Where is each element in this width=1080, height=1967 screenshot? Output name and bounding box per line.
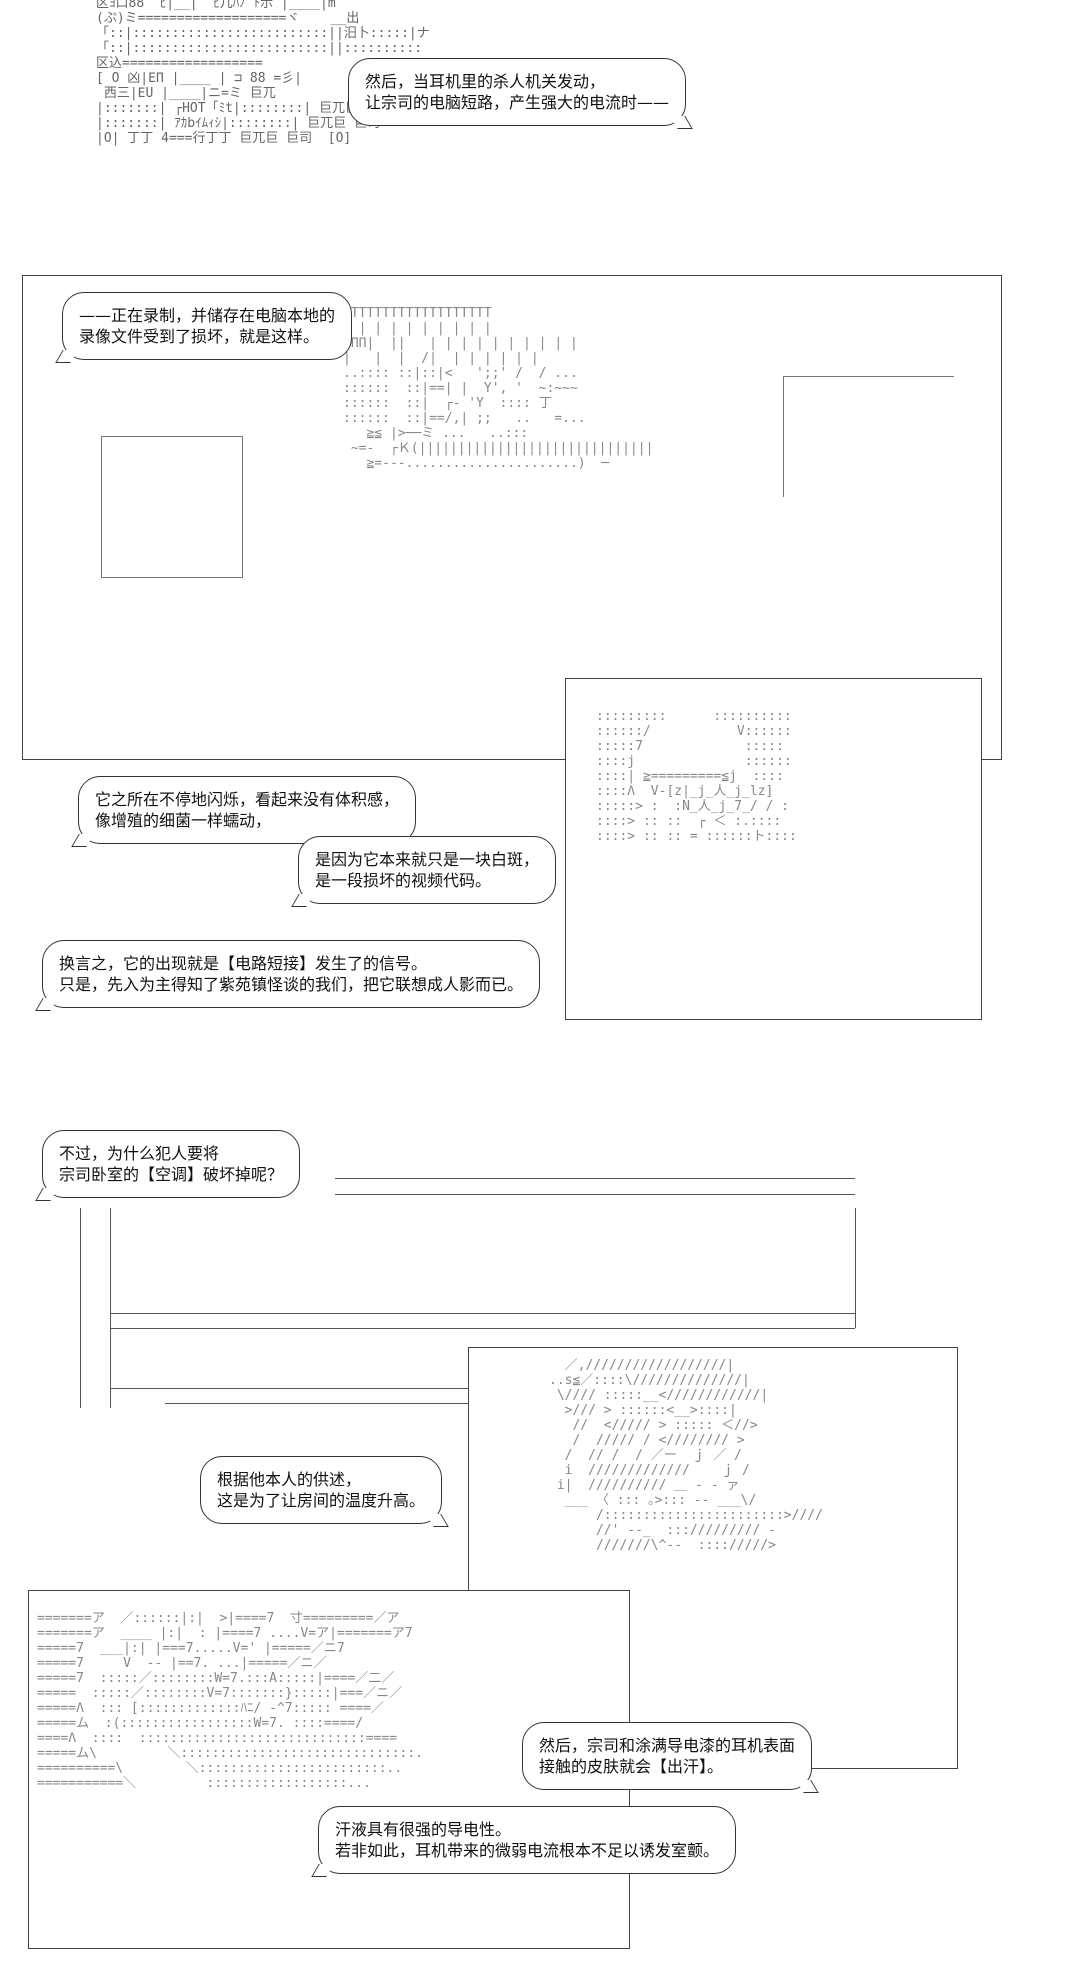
- ascii-art-line: =======ア ____ |:| : |====7 ....V=ア|=====…: [37, 1626, 413, 1641]
- ascii-art-line: ===== :::::／::::::::V=7:::::::}:::::|===…: [37, 1686, 403, 1701]
- ascii-art-line: ::::::/ V::::::: [596, 724, 792, 739]
- figure-art: ／,//////////////////|..s≦／::::\/////////…: [549, 1358, 823, 1553]
- ascii-art-line: | | | | | | | | | |: [343, 321, 492, 336]
- cable-panel: =======ア ／::::::|:| >|====7 寸=========／ア…: [28, 1590, 630, 1949]
- ascii-art-line: // <///// > ::::: ＜//>: [549, 1418, 758, 1433]
- air-conditioner-art: [65, 1178, 856, 1428]
- bubble-text-line: 汗液具有很强的导电性。: [335, 1820, 512, 1839]
- ascii-art-line: |ΠΠ| || | | | | | | | | | |: [343, 336, 578, 351]
- glyph-panel: ::::::::: ::::::::::::::::/ V:::::::::::…: [565, 678, 982, 1020]
- ascii-art-line: 区込==================: [96, 56, 263, 71]
- ascii-art-line: :::::7 :::::: [596, 739, 784, 754]
- speech-bubble-9: 汗液具有很强的导电性。 若非如此，耳机带来的微弱电流根本不足以诱发室颤。: [311, 1806, 737, 1877]
- ascii-art-line: | | | /| | | | | | |: [343, 351, 539, 366]
- ascii-art-line: ／,//////////////////|: [549, 1358, 735, 1373]
- ascii-art-line: =====ム\ ＼::::::::::::::::::::::::::::::.: [37, 1746, 424, 1761]
- speech-bubble-1: 然后，当耳机里的杀人机关发动， 让宗司的电脑短路，产生强大的电流时——: [348, 58, 693, 129]
- ascii-art-line: ::::> :: :: ┌ ＜ :.::::: [596, 814, 782, 829]
- ascii-art-line: =====7 :::::／::::::::W=7.:::A:::::|====／…: [37, 1671, 395, 1686]
- bubble-text-line: ——正在录制，并储存在电脑本地的: [79, 306, 336, 325]
- ascii-art-line: ::::| ≧=========≦j ::::: [596, 769, 784, 784]
- ascii-art-line: ~=- ┌Ｋ(||||||||||||||||||||||||||||||: [343, 441, 654, 456]
- ascii-art-line: 区ﾖ口88 ﾋ|__| ﾋ几ﾊﾉ ﾄ示 |____|m: [96, 0, 336, 11]
- ascii-art-line: / // / / ／ー ｊ ／ /: [549, 1448, 742, 1463]
- ascii-art-line: ::::::::: ::::::::::: [596, 709, 792, 724]
- bubble-text-line: 这是为了让房间的温度升高。: [217, 1491, 426, 1510]
- ascii-art-line: 「::|:::::::::::::::::::::::::||汨卜:::::|ナ: [96, 26, 430, 41]
- ascii-art-line: |:::::::| ｱｶbｲﾑｨｼ|::::::::| 巨兀巨 巨司: [96, 116, 381, 131]
- bubble-text-line: 根据他本人的供述，: [217, 1470, 362, 1489]
- ascii-art-line: ::::> :: :: = ::::::ト::::: [596, 829, 797, 844]
- bubble-text-line: 若非如此，耳机带来的微弱电流根本不足以诱发室颤。: [335, 1841, 720, 1860]
- ascii-art-line: ≧≦ |>──ミ ... ..:::: [343, 426, 529, 441]
- bubble-text-line: 接触的皮肤就会【出汗】。: [539, 1757, 724, 1776]
- ascii-art-line: ====Λ :::: :::::::::::::::::::::::::::::…: [37, 1731, 398, 1746]
- ascii-art-line: \//// :::::__<////////////|: [549, 1388, 769, 1403]
- ascii-art-line: ///////\^-- :::://///>: [549, 1538, 776, 1553]
- ascii-art-line: :::::> : :N_人_j_7_/ / :: [596, 799, 790, 814]
- ascii-art-line: :::::: ::| ┌- 'Y :::: 丁: [343, 396, 552, 411]
- bubble-text-line: 换言之，它的出现就是【电路短接】发生了的信号。: [59, 954, 428, 973]
- speech-bubble-7: 根据他本人的供述， 这是为了让房间的温度升高。: [200, 1456, 449, 1527]
- ascii-art-line: :::::: ::|==| | Y', ' ~:~~~: [343, 381, 578, 396]
- bubble-text-line: 宗司卧室的【空调】破坏掉呢？: [59, 1165, 284, 1184]
- ascii-art-line: 西三|ΕU |____|ニ=ミ 巨兀: [96, 86, 276, 101]
- bubble-text-line: 让宗司的电脑短路，产生强大的电流时——: [365, 93, 670, 112]
- bubble-text-line: 是因为它本来就只是一块白斑，: [315, 850, 540, 869]
- figure-panel: ／,//////////////////|..s≦／::::\/////////…: [468, 1347, 958, 1769]
- ascii-art-line: (ぷ)ミ===================ヾ __出: [96, 11, 360, 26]
- ascii-art-line: ___ 〈 ::: ｡>::: -- ___\/: [549, 1493, 757, 1508]
- ascii-art-line: =======ア ／::::::|:| >|====7 寸=========／ア: [37, 1611, 400, 1626]
- speech-bubble-6: 不过，为什么犯人要将 宗司卧室的【空调】破坏掉呢？: [35, 1130, 301, 1201]
- speech-bubble-5: 换言之，它的出现就是【电路短接】发生了的信号。 只是，先入为主得知了紫苑镇怪谈的…: [35, 940, 541, 1011]
- bubble-text-line: 录像文件受到了损坏，就是这样。: [79, 327, 320, 346]
- ascii-art-line: i| ////////// ＿ - - ァ: [549, 1478, 740, 1493]
- bubble-text-line: 然后，当耳机里的杀人机关发动，: [365, 72, 606, 91]
- top-device-art: 区ﾖ口88 ﾋ|__| ﾋ几ﾊﾉ ﾄ示 |____|m(ぷ)ミ=========…: [96, 0, 430, 146]
- ascii-art-line: TTTTTTTTTTTTTTTTTTT: [343, 306, 492, 321]
- ascii-art-line: ===========＼ ::::::::::::::::::...: [37, 1776, 371, 1791]
- bubble-text-line: 不过，为什么犯人要将: [59, 1144, 220, 1163]
- bubble-text-line: 是一段损坏的视频代码。: [315, 871, 492, 890]
- speech-bubble-4: 是因为它本来就只是一块白斑， 是一段损坏的视频代码。: [291, 836, 557, 907]
- ascii-art-line: =====7 ___|:| |===7.....V=' |=====／ニ7: [37, 1641, 345, 1656]
- ascii-art-line: [ O 凶|ΕΠ |____ | ⊐ 88 =彡|: [96, 71, 303, 86]
- speech-bubble-8: 然后，宗司和涂满导电漆的耳机表面 接触的皮肤就会【出汗】。: [522, 1722, 819, 1793]
- ascii-art-line: //' --_ :::///////// -: [549, 1523, 776, 1538]
- speech-bubble-2: ——正在录制，并储存在电脑本地的 录像文件受到了损坏，就是这样。: [55, 292, 353, 363]
- speech-bubble-3: 它之所在不停地闪烁，看起来没有体积感， 像增殖的细菌一样蠕动，: [71, 776, 417, 847]
- ascii-art-line: ::::Λ V-[z|_j_人_j_lz]: [596, 784, 774, 799]
- ascii-art-line: =====Λ ::: [:::::::::::::ﾊﾆ/ -^7::::: ==…: [37, 1701, 384, 1716]
- bubble-text-line: 然后，宗司和涂满导电漆的耳机表面: [539, 1736, 796, 1755]
- room-left-window: [101, 436, 243, 578]
- room-shelf-right: [783, 376, 954, 497]
- ascii-art-line: 「::|:::::::::::::::::::::::::||:::::::::…: [96, 41, 423, 56]
- ascii-art-line: ..s≦／::::\//////////////|: [549, 1373, 750, 1388]
- ascii-art-line: /:::::::::::::::::::::::>////: [549, 1508, 823, 1523]
- bubble-text-line: 它之所在不停地闪烁，看起来没有体积感，: [95, 790, 400, 809]
- room-scene-art: TTTTTTTTTTTTTTTTTTT| | | | | | | | | ||Π…: [343, 306, 653, 471]
- bubble-text-line: 只是，先入为主得知了紫苑镇怪谈的我们，把它联想成人影而已。: [59, 975, 524, 994]
- ascii-art-line: :::::: ::|==/,| ;; .. =...: [343, 411, 586, 426]
- ascii-art-line: ≧=---......................) ─: [343, 456, 610, 471]
- bubble-text-line: 像增殖的细菌一样蠕动，: [95, 811, 272, 830]
- ascii-art-line: =====ム :(:::::::::::::::::W=7. ::::====/: [37, 1716, 364, 1731]
- ascii-art-line: ..:::: ::|::|< ';;' / / ...: [343, 366, 578, 381]
- ascii-art-line: =====7 V -- |==7. ...|=====／ニ／: [37, 1656, 327, 1671]
- ascii-art-line: ==========\ ＼::::::::::::::::::::::::..: [37, 1761, 403, 1776]
- cable-art: =======ア ／::::::|:| >|====7 寸=========／ア…: [37, 1611, 423, 1791]
- ascii-art-line: |O| 丁丁 4===行丁丁 巨兀巨 巨司 [O]: [96, 131, 352, 146]
- ascii-art-line: / ///// / <//////// >: [549, 1433, 745, 1448]
- ascii-art-line: >/// > ::::::<__>::::|: [549, 1403, 737, 1418]
- ascii-art-line: i ///////////// ｊ /: [549, 1463, 750, 1478]
- ascii-art-line: ::::j ::::::: [596, 754, 792, 769]
- glyph-art: ::::::::: ::::::::::::::::/ V:::::::::::…: [596, 709, 797, 844]
